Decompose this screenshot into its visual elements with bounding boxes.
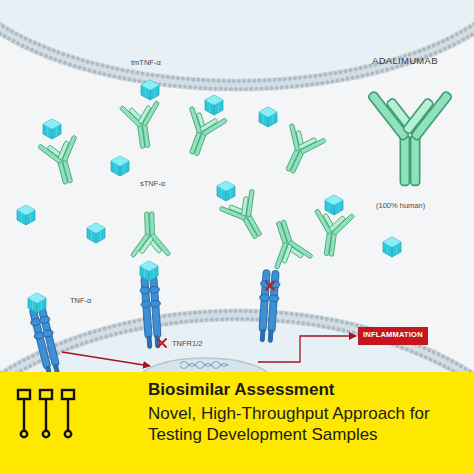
banner-band: Biosimilar AssessmentNovel, High-Through… [0, 372, 474, 474]
pipette-icon [0, 372, 100, 474]
box-label: INFLAMMATION [363, 330, 423, 339]
drug-name: ADALIMUMAB [372, 55, 438, 66]
banner-heading: Biosimilar Assessment [148, 379, 474, 401]
banner-subtitle: Novel, High-Throughput Approach for Test… [148, 403, 432, 445]
molecule-label: sTNF-α [140, 179, 165, 188]
molecule-label: tmTNF-α [131, 58, 161, 67]
receptor-label: TNFR1/2 [172, 339, 202, 348]
molecule-note: (100% human) [376, 201, 425, 210]
molecule-label: TNF-α [70, 296, 91, 305]
inflammation-box: INFLAMMATION [358, 327, 428, 345]
